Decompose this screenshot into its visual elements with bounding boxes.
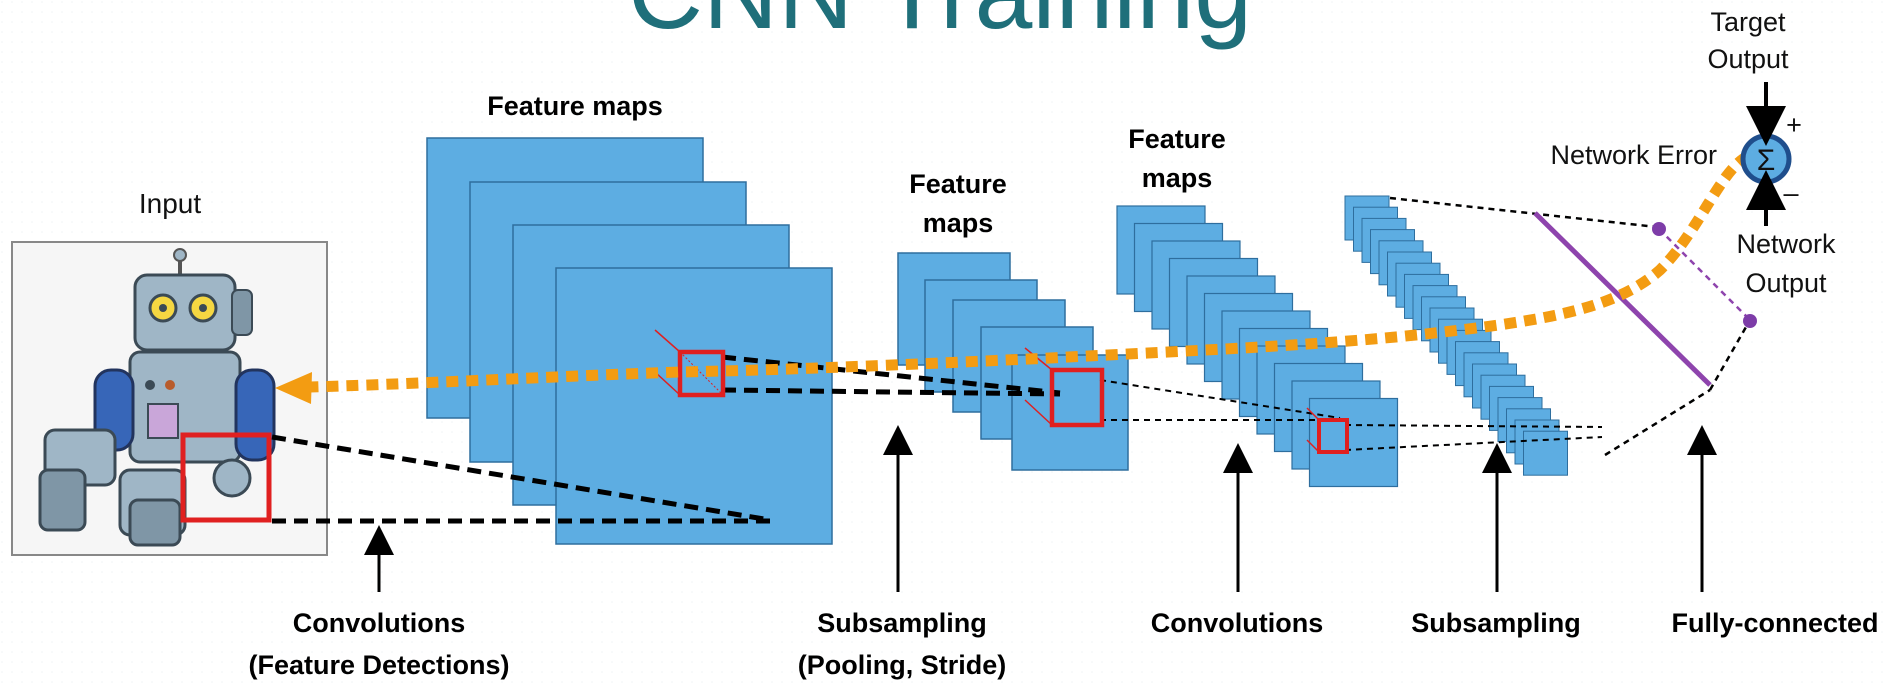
fully-connected-label: Fully-connected	[1671, 608, 1878, 638]
robot-illustration	[38, 248, 276, 547]
network-output-label-1: Network	[1736, 229, 1836, 259]
feature-map	[1523, 430, 1568, 476]
convolutions-label-1: Convolutions	[293, 608, 465, 638]
page-title: CNN Training	[628, 0, 1252, 51]
target-output-label-2: Output	[1707, 44, 1789, 74]
connection-lines	[271, 196, 1752, 524]
feature-map	[555, 267, 833, 545]
sigma-symbol: Σ	[1757, 144, 1776, 177]
feature-maps-stage3	[1116, 205, 1399, 488]
feature-maps-label-1: Feature maps	[487, 91, 663, 121]
backprop-error-path	[309, 151, 1751, 393]
network-error-label: Network Error	[1550, 140, 1717, 170]
feature-detections-label: (Feature Detections)	[248, 650, 509, 680]
input-label: Input	[139, 188, 201, 219]
fc-node	[1743, 314, 1757, 328]
feature-maps-label-3a: Feature	[1128, 124, 1226, 154]
fc-output-link	[1658, 228, 1749, 319]
target-output-label-1: Target	[1710, 7, 1786, 37]
sum-node: Σ	[1740, 133, 1792, 185]
receptive-field-highlights	[654, 329, 1349, 454]
pooling-stride-label: (Pooling, Stride)	[798, 650, 1007, 680]
feature-map	[1308, 397, 1399, 488]
stage-pointer-arrows	[364, 425, 1717, 592]
feature-maps-label-2b: maps	[923, 208, 994, 238]
backprop-arrowhead	[275, 372, 312, 404]
feature-maps-label-2a: Feature	[909, 169, 1007, 199]
input-receptive-field	[180, 432, 272, 523]
subsampling-label-2: Subsampling	[1411, 608, 1581, 638]
network-output-label-2: Output	[1745, 268, 1827, 298]
feature-map	[1011, 354, 1129, 471]
convolutions-label-2: Convolutions	[1151, 608, 1323, 638]
minus-sign: –	[1783, 178, 1798, 208]
fc-node	[1652, 222, 1666, 236]
input-image	[11, 241, 328, 556]
feature-maps-stage1	[426, 137, 833, 545]
feature-maps-stage4	[1344, 195, 1568, 476]
feature-maps-label-3b: maps	[1142, 163, 1213, 193]
subsampling-label-1: Subsampling	[817, 608, 987, 638]
plus-sign: +	[1786, 110, 1802, 140]
